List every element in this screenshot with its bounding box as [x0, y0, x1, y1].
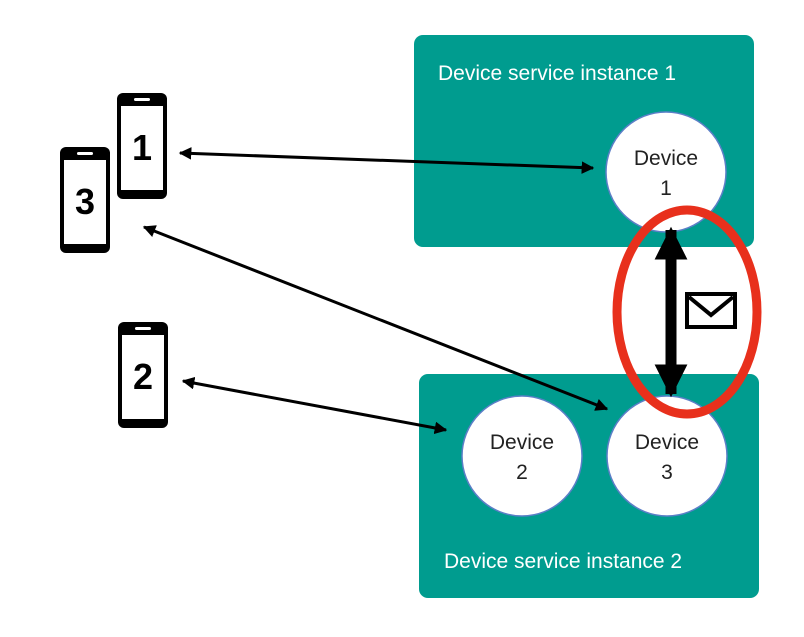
- phone-2-label: 2: [133, 356, 153, 397]
- phone-2-screen: [122, 335, 164, 419]
- phone-1-screen: [121, 106, 163, 190]
- phone-3-screen: [64, 160, 106, 244]
- phone-3: 3: [60, 147, 110, 253]
- device-1-number: 1: [660, 177, 672, 200]
- device-1-node: Device 1: [605, 111, 727, 233]
- phone-3-speaker: [77, 152, 93, 155]
- phone-1-speaker: [134, 98, 150, 101]
- phone-3-label: 3: [75, 181, 95, 222]
- envelope-icon: [685, 292, 737, 329]
- instance-2-title: Device service instance 2: [444, 550, 682, 573]
- device-1-label: Device: [634, 147, 698, 170]
- device-2-label: Device: [490, 431, 554, 454]
- instance-1-title: Device service instance 1: [438, 62, 676, 85]
- device-2-node: Device 2: [461, 395, 583, 517]
- phone-2-device-2-arrow: [181, 376, 448, 435]
- device-2-number: 2: [516, 461, 528, 484]
- device-3-number: 3: [661, 461, 673, 484]
- phone-2: 2: [118, 322, 168, 428]
- highlight-ring: [612, 205, 762, 419]
- device-3-label: Device: [635, 431, 699, 454]
- device-2-circle: [461, 395, 583, 517]
- phone-1-label: 1: [132, 127, 152, 168]
- phone-2-speaker: [135, 327, 151, 330]
- phone-1-device-1-arrow: [178, 147, 595, 174]
- phone-1: 1: [117, 93, 167, 199]
- phone-3-device-3-arrow: [142, 225, 609, 411]
- device-3-node: Device 3: [606, 395, 728, 517]
